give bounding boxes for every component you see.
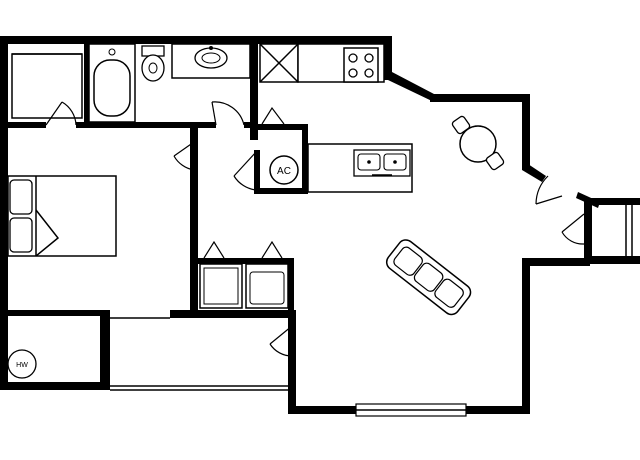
window-right <box>625 205 633 256</box>
ac-label: AC <box>277 166 291 177</box>
dryer <box>245 263 289 309</box>
bathroom-vanity <box>171 43 251 79</box>
ac-unit: AC <box>269 155 299 185</box>
door-bedroom <box>173 141 195 171</box>
water-heater: HW <box>7 349 37 379</box>
hw-label: HW <box>16 362 28 369</box>
door-ac-closet <box>233 151 257 191</box>
washer <box>199 263 243 309</box>
stove <box>343 47 379 83</box>
door-pantry <box>261 106 285 125</box>
window-bottom <box>355 403 467 417</box>
sofa <box>385 239 472 316</box>
window-lower-left <box>110 317 288 391</box>
bathtub <box>88 43 136 123</box>
bedroom-closet <box>11 53 83 119</box>
door-bedroom-closet <box>45 101 77 126</box>
door-entry <box>535 175 563 205</box>
door-laundry <box>203 240 283 259</box>
pantry-box <box>259 43 299 83</box>
door-patio <box>561 213 585 245</box>
door-bathroom <box>211 101 245 126</box>
door-hallway <box>269 325 293 357</box>
kitchen-sink <box>353 149 411 177</box>
interior-walls <box>0 40 308 318</box>
toilet <box>141 45 165 82</box>
bed <box>7 175 117 257</box>
dining-table <box>451 115 505 171</box>
